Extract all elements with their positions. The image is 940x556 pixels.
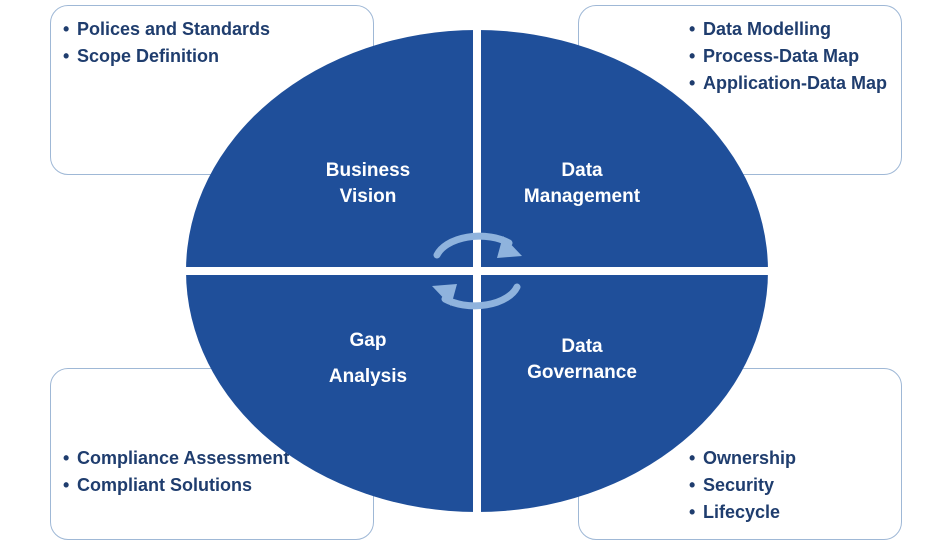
list-item: Polices and Standards xyxy=(63,18,363,41)
label-line: Data xyxy=(561,160,603,181)
list-item: Ownership xyxy=(689,447,889,470)
quadrant-label-data-governance: Data Governance xyxy=(482,334,682,386)
quadrant-gap-analysis xyxy=(186,275,473,512)
list-business-vision: Polices and Standards Scope Definition xyxy=(63,18,363,72)
quadrant-label-gap-analysis: Gap Analysis xyxy=(268,328,468,390)
label-line: Analysis xyxy=(328,366,408,387)
arrowhead-icon xyxy=(432,236,522,306)
label-line: Business xyxy=(325,160,411,181)
list-gap-analysis: Compliance Assessment Compliant Solution… xyxy=(63,447,363,501)
label-line: Vision xyxy=(339,186,397,207)
list-item: Scope Definition xyxy=(63,45,363,68)
list-item: Application-Data Map xyxy=(689,72,889,95)
cycle-arrows-icon xyxy=(433,232,521,310)
list-item: Security xyxy=(689,474,889,497)
list-data-management: Data Modelling Process-Data Map Applicat… xyxy=(689,18,889,99)
list-item: Process-Data Map xyxy=(689,45,889,68)
quadrant-data-governance xyxy=(481,275,768,512)
quadrant-label-business-vision: Business Vision xyxy=(268,158,468,210)
list-item: Lifecycle xyxy=(689,501,889,524)
label-line: Data xyxy=(561,336,603,357)
quadrant-label-data-management: Data Management xyxy=(482,158,682,210)
list-item: Compliant Solutions xyxy=(63,474,363,497)
quadrant-data-management xyxy=(481,30,768,267)
label-line: Gap xyxy=(349,330,387,351)
quadrant-business-vision xyxy=(186,30,473,267)
list-item: Data Modelling xyxy=(689,18,889,41)
label-line: Management xyxy=(523,186,641,207)
list-item: Compliance Assessment xyxy=(63,447,363,470)
label-line: Governance xyxy=(527,362,637,383)
list-data-governance: Ownership Security Lifecycle xyxy=(689,447,889,528)
